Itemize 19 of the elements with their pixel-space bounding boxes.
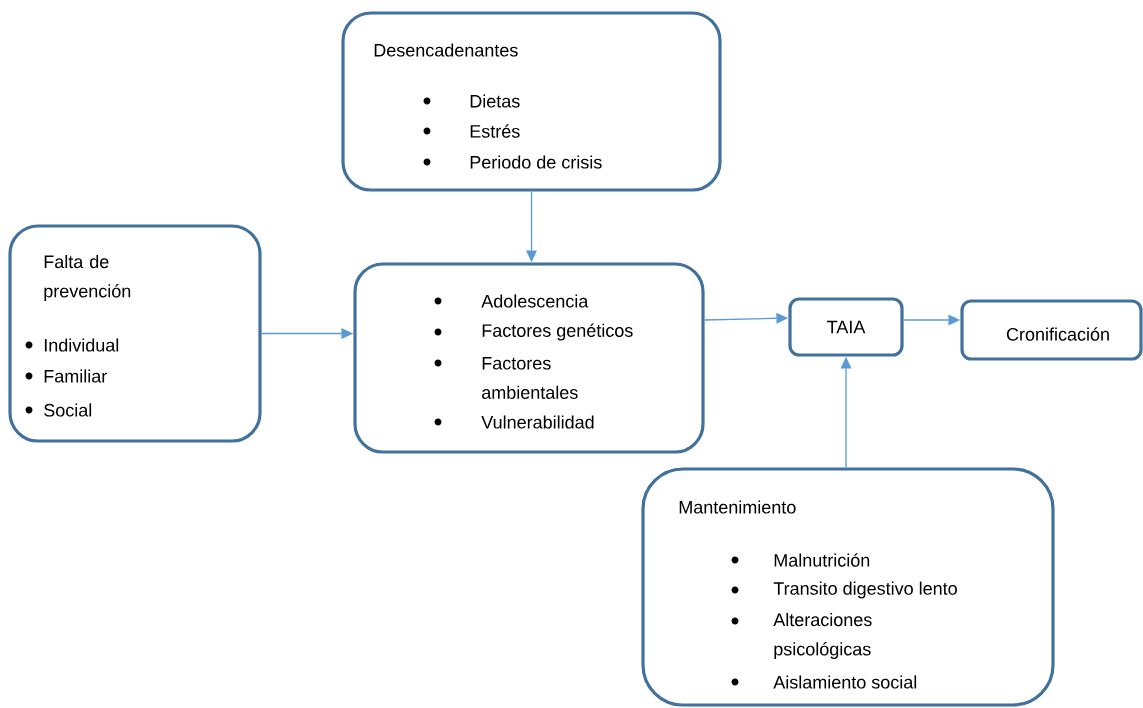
list-item: Factores ambientales: [482, 357, 578, 399]
list-item: Vulnerabilidad: [481, 415, 594, 429]
box-label: Cronificación: [1006, 327, 1109, 341]
list-item: Aislamiento social: [773, 675, 917, 689]
box-heading: Falta de prevención: [44, 254, 131, 302]
list-item: Alteraciones psicológicas: [773, 612, 872, 660]
list-item: Familiar: [44, 369, 107, 383]
list-item: Transito digestivo lento: [773, 581, 957, 599]
box-heading: Desencadenantes: [374, 43, 518, 57]
box-label: TAIA: [827, 320, 866, 334]
list-item: Dietas: [470, 94, 520, 108]
list-item: Malnutrición: [774, 553, 870, 567]
list-item: Individual: [44, 338, 119, 352]
list-item: Estrés: [470, 124, 520, 138]
list-item: Periodo de crisis: [470, 155, 602, 169]
box-heading: Mantenimiento: [679, 500, 796, 514]
list-item: Social: [44, 403, 92, 417]
list-item: Factores genéticos: [482, 323, 633, 341]
list-item: Adolescencia: [481, 294, 589, 308]
